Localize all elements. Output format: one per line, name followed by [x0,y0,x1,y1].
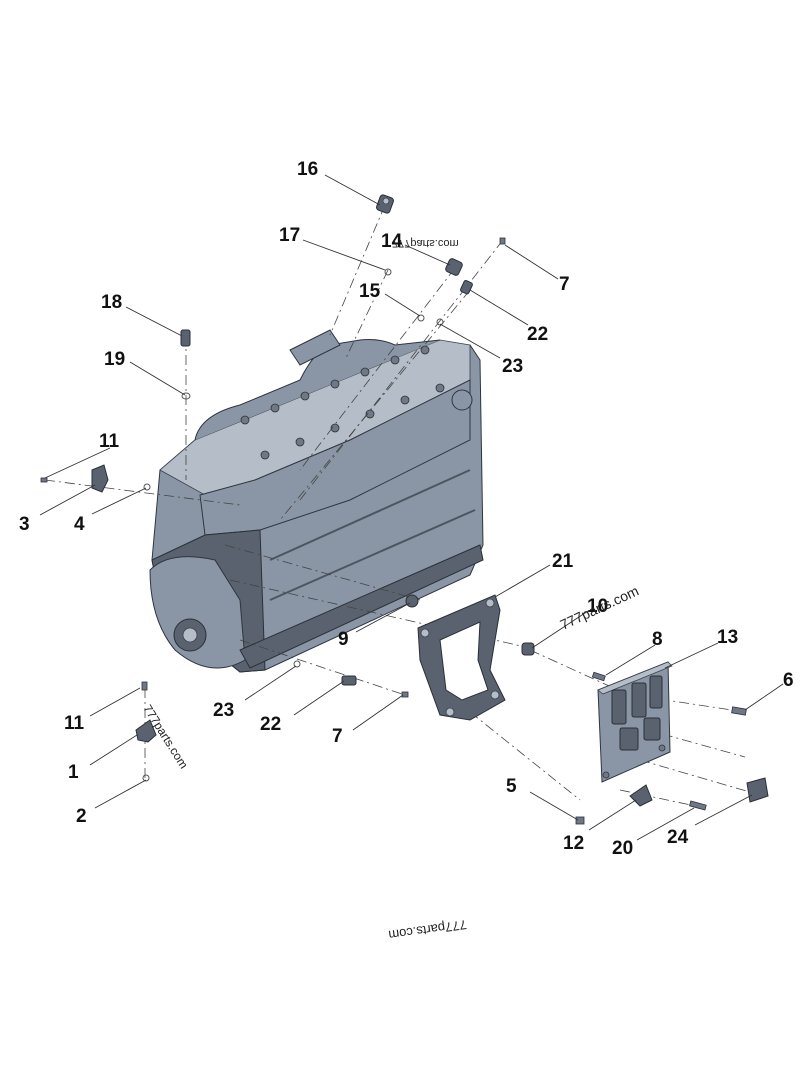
callout-9: 9 [338,629,349,650]
part-18-sensor [180,329,191,347]
callout-16: 16 [297,159,318,180]
part-21-bracket [417,594,506,721]
part-10-fitting [521,642,535,656]
watermark-right: 777parts.com [558,582,642,632]
callout-labels: 16 17 14 7 15 22 23 18 19 11 3 4 11 1 2 … [19,159,794,859]
callout-19: 19 [104,349,125,370]
callout-11-bottom: 11 [64,713,85,734]
part-11-bolt-lower [141,681,148,691]
part-14-sensor [445,258,463,276]
callout-14: 14 [381,231,403,252]
part-13-ecm [597,661,673,783]
part-11-bolt-upper [40,477,48,483]
part-8-bolt [591,671,606,682]
callout-18: 18 [101,292,122,313]
part-22-fitting-top [459,280,473,295]
part-23-oring-top [436,318,444,326]
phantom-lines [44,204,761,809]
callout-13: 13 [717,627,738,648]
watermark-top: 777parts.com [392,237,459,249]
callout-17: 17 [279,225,300,246]
callout-23-top: 23 [502,356,523,377]
callout-2: 2 [76,806,87,827]
part-1-sensor [135,719,157,743]
part-4-oring [143,483,151,491]
callout-3: 3 [19,514,30,535]
part-23-oring-lower [293,660,301,668]
callout-5: 5 [506,776,517,797]
callout-11-top: 11 [99,431,120,452]
callout-1: 1 [68,762,79,783]
part-2-oring [142,774,150,782]
callout-21: 21 [552,551,574,572]
part-22-fitting-lower [341,675,357,686]
engine-block [149,329,484,673]
part-9-grommet [405,594,419,608]
callout-12: 12 [563,833,584,854]
callout-8: 8 [652,629,663,650]
part-3-sensor [91,464,109,493]
part-17-oring [384,268,392,276]
part-15-oring [417,314,425,322]
callout-6: 6 [783,670,794,691]
callout-22-bottom: 22 [260,714,281,735]
part-7-plug-top [499,237,506,245]
part-19-oring [181,392,191,400]
part-16-sensor [376,194,394,214]
callout-4: 4 [74,514,85,535]
part-6-bolt [731,706,747,716]
head-bolts [240,345,445,460]
callout-7-bottom: 7 [332,726,343,747]
watermark-bottom: 777parts.com [388,917,468,943]
callout-10: 10 [587,596,608,617]
part-24-cover [746,777,769,803]
loose-parts [40,194,606,782]
part-12-clip [629,784,653,807]
callout-20: 20 [612,838,633,859]
callout-22-top: 22 [527,324,548,345]
callout-7-top: 7 [559,274,570,295]
part-20-bolt [689,800,707,811]
callout-24: 24 [667,827,689,848]
part-7-plug-lower [401,691,409,698]
callout-15: 15 [359,281,381,302]
part-5-nut [575,816,585,825]
callout-23-bottom: 23 [213,700,234,721]
leader-lines [39,174,784,841]
